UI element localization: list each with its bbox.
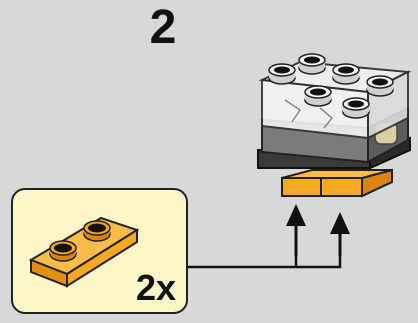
up-arrow-icon [286,204,306,256]
parts-callout [11,188,188,314]
orange-plate [281,168,393,198]
up-arrow-icon [330,212,350,256]
studs [268,53,394,119]
step-number: 2 [149,1,177,54]
light-brick-assembly-icon [257,53,412,198]
orange-1x3-jumper-plate-icon [28,216,140,288]
connector-line [188,225,342,269]
part-quantity: 2x [135,267,177,308]
